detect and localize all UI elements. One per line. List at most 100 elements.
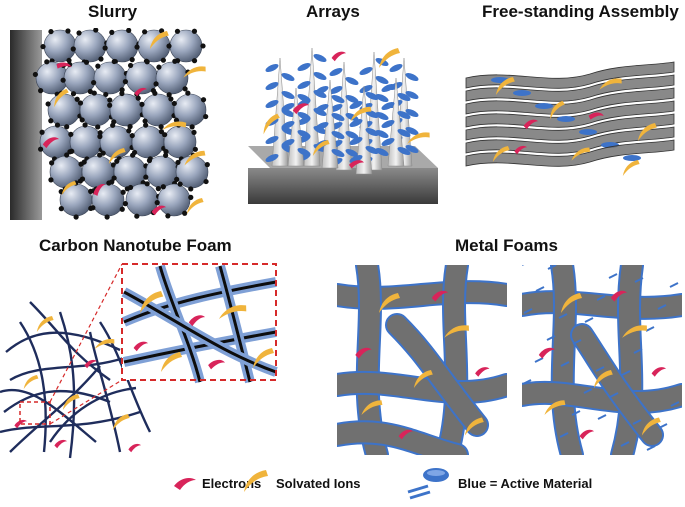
carbon-black-particle bbox=[120, 189, 126, 195]
foam-strut bbox=[552, 265, 582, 455]
active-flake bbox=[315, 121, 329, 131]
carbon-black-particle bbox=[158, 128, 165, 135]
carbon-black-particle bbox=[174, 28, 181, 34]
active-flake bbox=[375, 75, 389, 85]
carbon-black-particle bbox=[166, 43, 172, 49]
ion-mark bbox=[379, 293, 400, 313]
ion-mark bbox=[94, 338, 115, 350]
carbon-black-particle bbox=[48, 28, 54, 35]
active-nanoflake bbox=[621, 370, 631, 376]
ion-mark bbox=[61, 181, 77, 195]
carbon-black-particle bbox=[49, 160, 55, 166]
legend-solvated-ions-label: Solvated Ions bbox=[276, 476, 361, 491]
active-nanoflake bbox=[558, 313, 568, 319]
active-nanoflake bbox=[546, 335, 556, 341]
electron-mark bbox=[292, 103, 309, 115]
electron-mark bbox=[475, 367, 490, 377]
cnt-foam-illustration bbox=[0, 263, 278, 459]
active-particle bbox=[105, 29, 139, 63]
carbon-black-particle bbox=[129, 57, 135, 63]
carbon-black-particle bbox=[160, 184, 166, 190]
carbon-black-particle bbox=[200, 43, 206, 49]
active-flake bbox=[281, 102, 295, 112]
active-nanoflake bbox=[670, 401, 680, 407]
carbon-black-particle bbox=[111, 175, 117, 181]
active-nanoflake bbox=[596, 295, 606, 301]
carbon-black-particle bbox=[40, 44, 46, 50]
free-standing-panel bbox=[460, 50, 680, 190]
active-nanoflake bbox=[559, 432, 569, 438]
ion-mark bbox=[561, 293, 582, 313]
zoom-inset-box bbox=[121, 263, 277, 381]
active-flake bbox=[281, 72, 295, 82]
active-flake bbox=[349, 154, 363, 164]
ion-mark bbox=[637, 123, 657, 141]
active-flake bbox=[315, 103, 329, 113]
carbon-black-particle bbox=[107, 102, 113, 108]
active-nanoflake bbox=[634, 277, 644, 283]
carbon-black-particle bbox=[91, 90, 97, 96]
carbon-black-particle bbox=[185, 90, 191, 96]
carbon-black-particle bbox=[119, 206, 125, 212]
zoom-line-bottom bbox=[49, 379, 123, 425]
electron-mark bbox=[56, 62, 72, 69]
ion-mark bbox=[544, 400, 566, 415]
carbon-black-particle bbox=[127, 123, 133, 130]
nanotube bbox=[29, 301, 111, 381]
metal-foam-panel-1 bbox=[337, 265, 507, 455]
carbon-black-particle bbox=[97, 133, 103, 140]
ion-mark bbox=[253, 348, 274, 368]
carbon-black-particle bbox=[69, 148, 75, 154]
nanotube-core bbox=[123, 290, 277, 374]
electron-mark bbox=[84, 359, 97, 369]
electron-mark bbox=[331, 51, 346, 62]
carbon-black-particle bbox=[158, 28, 165, 34]
carbon-black-particle bbox=[64, 124, 70, 130]
carbon-black-particle bbox=[172, 58, 178, 64]
carbon-black-particle bbox=[95, 63, 101, 69]
active-nanoflake bbox=[522, 379, 532, 385]
foam-strut bbox=[612, 265, 642, 455]
carbon-black-particle bbox=[165, 213, 171, 219]
carbon-black-particle bbox=[122, 201, 128, 207]
active-flake bbox=[375, 111, 389, 121]
carbon-black-particle bbox=[54, 122, 61, 128]
carbon-black-particle bbox=[98, 56, 104, 62]
ion-mark bbox=[218, 305, 247, 319]
carbon-black-particle bbox=[143, 122, 149, 128]
carbon-black-particle bbox=[95, 124, 101, 130]
active-flake bbox=[381, 137, 395, 147]
carbon-black-particle bbox=[188, 194, 194, 200]
active-particle bbox=[157, 183, 191, 217]
active-flake bbox=[365, 91, 379, 101]
ion-mark bbox=[62, 394, 80, 410]
arrays-title: Arrays bbox=[306, 2, 360, 21]
carbon-black-particle bbox=[60, 77, 66, 83]
carbon-black-particle bbox=[182, 86, 188, 92]
carbon-black-particle bbox=[70, 91, 77, 97]
active-flake bbox=[331, 148, 345, 158]
legend-electron-icon bbox=[170, 470, 200, 494]
carbon-black-particle bbox=[111, 58, 117, 65]
carbon-black-particle bbox=[82, 122, 88, 128]
active-nanoflake bbox=[633, 348, 643, 354]
active-nanoflake bbox=[646, 445, 656, 451]
free-standing-illustration bbox=[465, 61, 675, 176]
active-flake bbox=[297, 80, 311, 90]
carbon-black-particle bbox=[162, 132, 168, 138]
carbon-black-particle bbox=[90, 205, 96, 211]
active-nanoflake bbox=[534, 357, 544, 363]
active-flake bbox=[405, 108, 419, 118]
carbon-black-particle bbox=[191, 28, 198, 34]
active-nanoflake bbox=[597, 414, 607, 420]
active-nanoflake bbox=[583, 388, 593, 394]
cnt-foam-panel bbox=[0, 262, 290, 462]
carbon-black-particle bbox=[91, 79, 97, 86]
active-flake bbox=[345, 112, 359, 122]
active-flake bbox=[297, 93, 311, 103]
current-collector bbox=[10, 30, 42, 220]
active-flake bbox=[535, 103, 553, 109]
active-nanoflake bbox=[572, 339, 582, 345]
ion-mark bbox=[622, 325, 647, 338]
active-nanoflake bbox=[632, 419, 642, 425]
